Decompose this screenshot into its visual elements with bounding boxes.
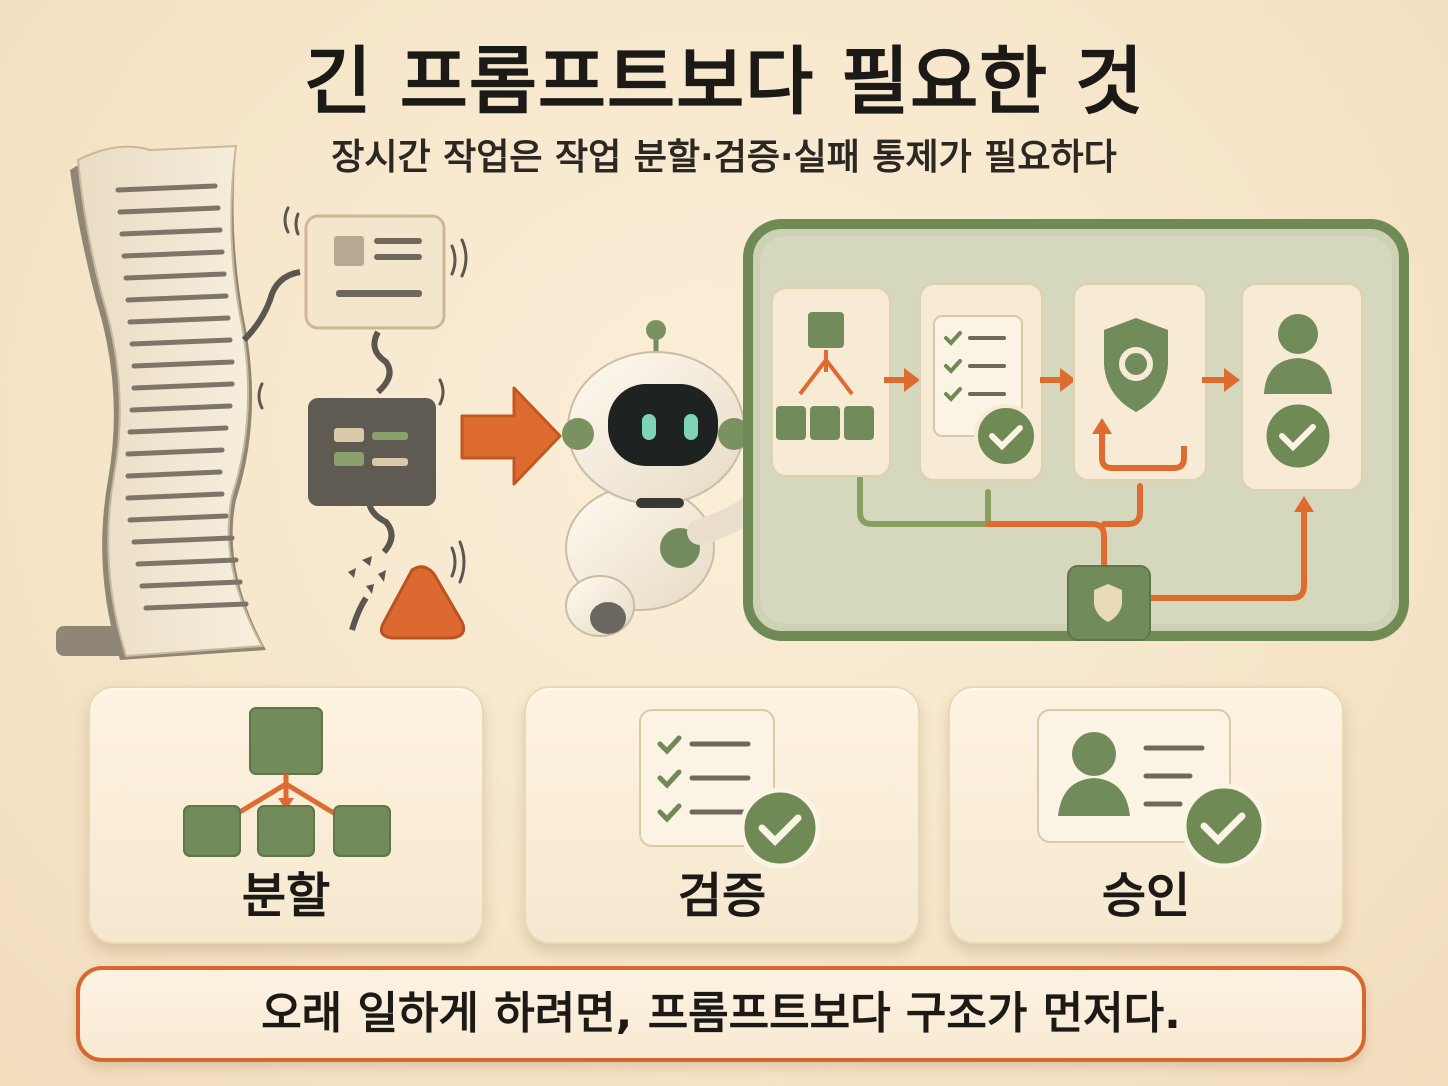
board-connectors bbox=[857, 475, 1307, 601]
warning-triangle-icon bbox=[379, 565, 466, 640]
card-verify: 검증 bbox=[524, 686, 920, 944]
conclusion-banner: 오래 일하게 하려면, 프롬프트보다 구조가 먼저다. bbox=[76, 966, 1366, 1062]
card-approve: 승인 bbox=[948, 686, 1344, 944]
split-blocks-icon bbox=[183, 707, 391, 857]
scroll-text-lines bbox=[115, 183, 249, 611]
user-approval-icon bbox=[1037, 709, 1267, 869]
card-label-approve: 승인 bbox=[1101, 868, 1191, 924]
breaking-chain-icon bbox=[241, 206, 468, 631]
card-label-split: 분할 bbox=[241, 868, 331, 924]
card-label-verify: 검증 bbox=[677, 868, 767, 924]
card-split: 분할 bbox=[88, 686, 484, 944]
checklist-step-icon bbox=[919, 283, 1043, 481]
page-subtitle: 장시간 작업은 작업 분할·검증·실패 통제가 필요하다 bbox=[331, 137, 1117, 178]
checklist-check-icon bbox=[639, 709, 821, 869]
split-step-icon bbox=[771, 287, 891, 477]
workflow-board bbox=[743, 219, 1409, 641]
shield-gate-icon bbox=[1067, 565, 1151, 641]
page-title: 긴 프롬프트보다 필요한 것 bbox=[303, 39, 1145, 125]
arrow-right-icon bbox=[460, 386, 562, 486]
long-scroll-icon bbox=[56, 144, 266, 660]
approval-step-icon bbox=[1241, 283, 1363, 491]
shield-retry-step-icon bbox=[1073, 283, 1207, 481]
